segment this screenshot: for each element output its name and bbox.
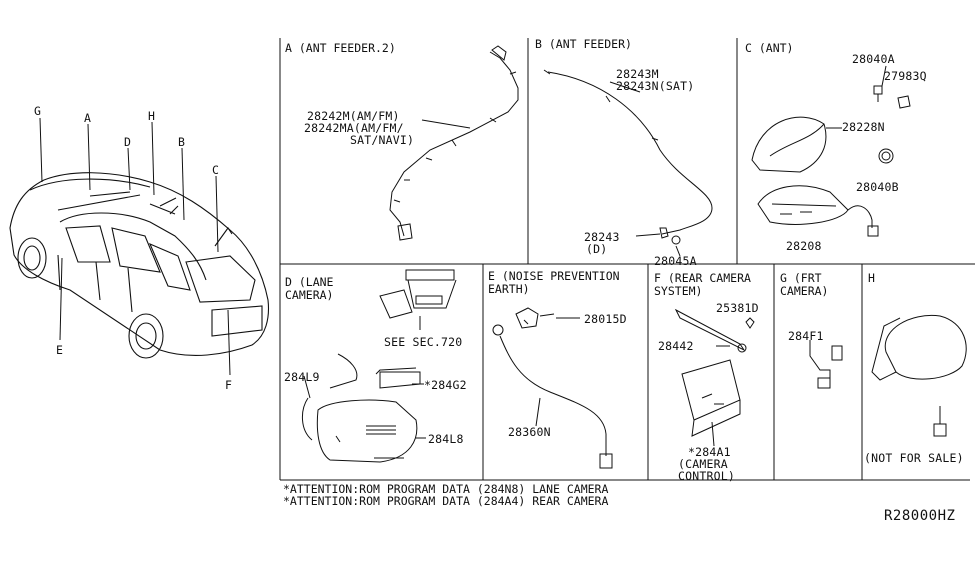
callout-f: F xyxy=(225,378,233,392)
section-c-title: C (ANT) xyxy=(745,41,794,55)
part-284g2: *284G2 xyxy=(424,378,467,392)
part-284l8: 284L8 xyxy=(428,432,464,446)
callout-b: B xyxy=(178,135,186,149)
section-h-title: H xyxy=(868,271,875,285)
section-b-title: B (ANT FEEDER) xyxy=(535,37,632,51)
section-e-title: E (NOISE PREVENTION EARTH) xyxy=(488,269,620,296)
part-28442: 28442 xyxy=(658,339,694,353)
part-28228n: 28228N xyxy=(842,120,885,134)
callout-c: C xyxy=(212,163,220,177)
front-camera-drawing xyxy=(809,340,843,389)
part-28040b: 28040B xyxy=(856,180,899,194)
attention-note-lane: *ATTENTION:ROM PROGRAM DATA (284N8) LANE… xyxy=(283,482,609,496)
part-28040a: 28040A xyxy=(852,52,895,66)
part-28243n: 28243N(SAT) xyxy=(616,79,695,93)
part-284f1: 284F1 xyxy=(788,329,824,343)
part-28242ma: 28242MA(AM/FM/ xyxy=(304,121,404,135)
attention-note-rear: *ATTENTION:ROM PROGRAM DATA (284A4) REAR… xyxy=(283,494,609,508)
vehicle-leaders xyxy=(39,117,231,376)
part-28360n: 28360N xyxy=(508,425,551,439)
noise-earth-drawing xyxy=(492,307,613,469)
antenna-drawing xyxy=(751,65,911,237)
part-camera-label: (CAMERA xyxy=(678,457,728,471)
part-not-for-sale: (NOT FOR SALE) xyxy=(864,451,964,465)
part-28045a: 28045A xyxy=(654,254,697,268)
ant-feeder-drawing xyxy=(543,69,713,257)
part-28208: 28208 xyxy=(786,239,822,253)
part-28015d: 28015D xyxy=(584,312,627,326)
part-284l9: 284L9 xyxy=(284,370,320,384)
callout-a: A xyxy=(84,111,92,125)
part-28242m: 28242M(AM/FM) xyxy=(307,109,400,123)
part-28243m: 28243M xyxy=(616,67,659,81)
part-see-sec-720: SEE SEC.720 xyxy=(384,335,463,349)
door-mirror-drawing xyxy=(871,314,967,437)
rear-camera-drawing xyxy=(674,308,755,447)
ant-feeder-2-drawing xyxy=(389,45,519,241)
callout-h: H xyxy=(148,109,156,123)
callout-e: E xyxy=(56,343,64,357)
section-f-title: F (REAR CAMERA SYSTEM) xyxy=(654,271,751,298)
part-28242ma-cont: SAT/NAVI) xyxy=(350,133,415,147)
section-g-title: G (FRT CAMERA) xyxy=(780,271,829,298)
lane-camera-drawing xyxy=(302,269,457,463)
section-a-title: A (ANT FEEDER.2) xyxy=(285,41,396,55)
diagram-code: R28000HZ xyxy=(884,508,956,524)
section-d-title: D (LANE CAMERA) xyxy=(285,275,334,302)
part-28243-d: (D) xyxy=(586,242,608,256)
vehicle-outline xyxy=(9,172,270,359)
part-27983q: 27983Q xyxy=(884,69,927,83)
callout-d: D xyxy=(124,135,132,149)
part-control-label: CONTROL) xyxy=(678,469,735,483)
callout-g: G xyxy=(34,104,42,118)
part-25381d: 25381D xyxy=(716,301,759,315)
panel-frame xyxy=(279,38,975,481)
part-284a1: *284A1 xyxy=(688,445,731,459)
part-28243: 28243 xyxy=(584,230,620,244)
